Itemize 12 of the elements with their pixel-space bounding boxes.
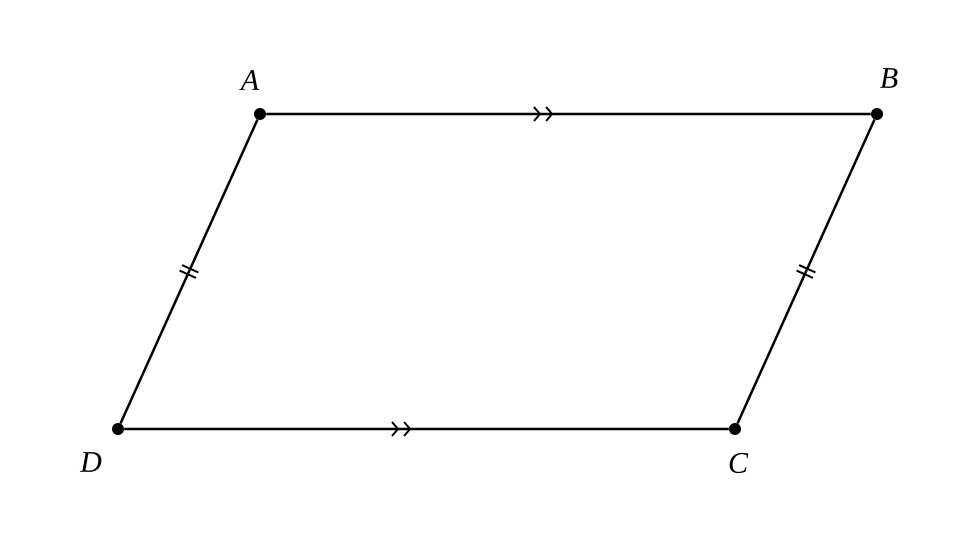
vertex-label: A	[239, 70, 260, 90]
vertex-label: D	[80, 452, 102, 472]
vertex-point	[729, 423, 741, 435]
vertex-point	[254, 108, 266, 120]
side-line	[266, 106, 871, 122]
vertex-label: C	[730, 452, 748, 474]
vertex-point	[871, 108, 883, 120]
side-line	[124, 421, 729, 437]
side-line	[736, 119, 876, 424]
side-line	[119, 119, 259, 424]
vertex-point	[112, 423, 124, 435]
vertex-label: B	[880, 68, 898, 88]
